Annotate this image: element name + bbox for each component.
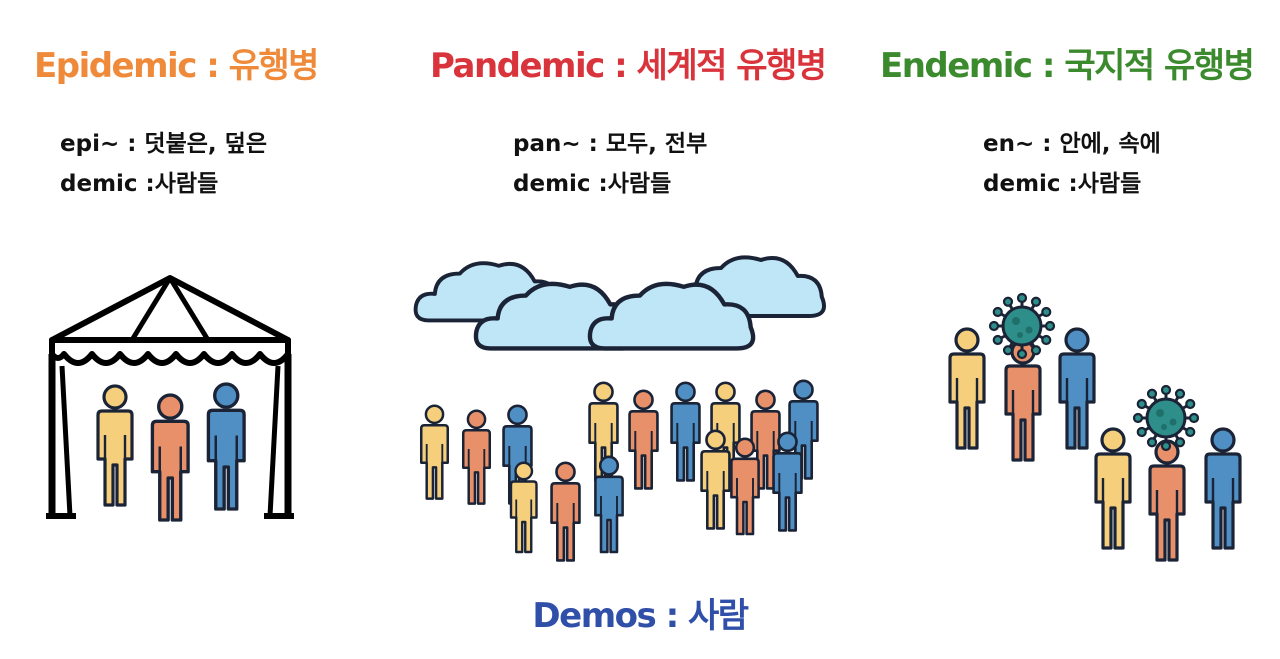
tent-people-icon	[46, 275, 294, 522]
person-icon	[1148, 439, 1186, 562]
person-icon	[628, 389, 659, 490]
endemic-demic-meaning: demic :사람들	[983, 171, 1142, 197]
person-icon	[1058, 327, 1096, 450]
person-icon	[1204, 427, 1242, 550]
virus-icon	[1132, 384, 1200, 452]
epidemic-title: Epidemic : 유행병	[34, 46, 319, 86]
virus-icon	[988, 292, 1056, 360]
person-icon	[1094, 427, 1132, 550]
pandemic-prefix-meaning: pan~ : 모두, 전부	[513, 131, 708, 157]
person-icon	[419, 404, 450, 500]
demos-caption: Demos : 사람	[532, 596, 749, 636]
person-icon	[509, 461, 538, 554]
cloud-icon	[587, 281, 756, 351]
endemic-prefix-meaning: en~ : 안에, 속에	[983, 131, 1161, 157]
pandemic-demic-meaning: demic :사람들	[513, 171, 672, 197]
person-icon	[948, 327, 986, 450]
person-icon	[96, 384, 134, 507]
virus-people-icon	[948, 292, 1242, 562]
person-icon	[594, 455, 624, 554]
crowd-under-clouds-icon	[413, 255, 826, 562]
pandemic-definition: pan~ : 모두, 전부 demic :사람들	[513, 124, 707, 204]
endemic-definition: en~ : 안에, 속에 demic :사람들	[983, 124, 1161, 204]
person-icon	[206, 382, 246, 511]
person-icon	[461, 409, 492, 505]
epidemic-definition: epi~ : 덧붙은, 덮은 demic :사람들	[60, 124, 267, 204]
person-icon	[700, 429, 731, 530]
epidemic-prefix-meaning: epi~ : 덧붙은, 덮은	[60, 131, 267, 157]
epidemic-demic-meaning: demic :사람들	[60, 171, 219, 197]
person-icon	[730, 437, 760, 536]
person-icon	[670, 381, 701, 482]
person-icon	[772, 431, 803, 532]
person-icon	[550, 461, 581, 562]
pandemic-title: Pandemic : 세계적 유행병	[430, 46, 827, 86]
person-icon	[150, 393, 190, 522]
endemic-title: Endemic : 국지적 유행병	[880, 46, 1255, 86]
